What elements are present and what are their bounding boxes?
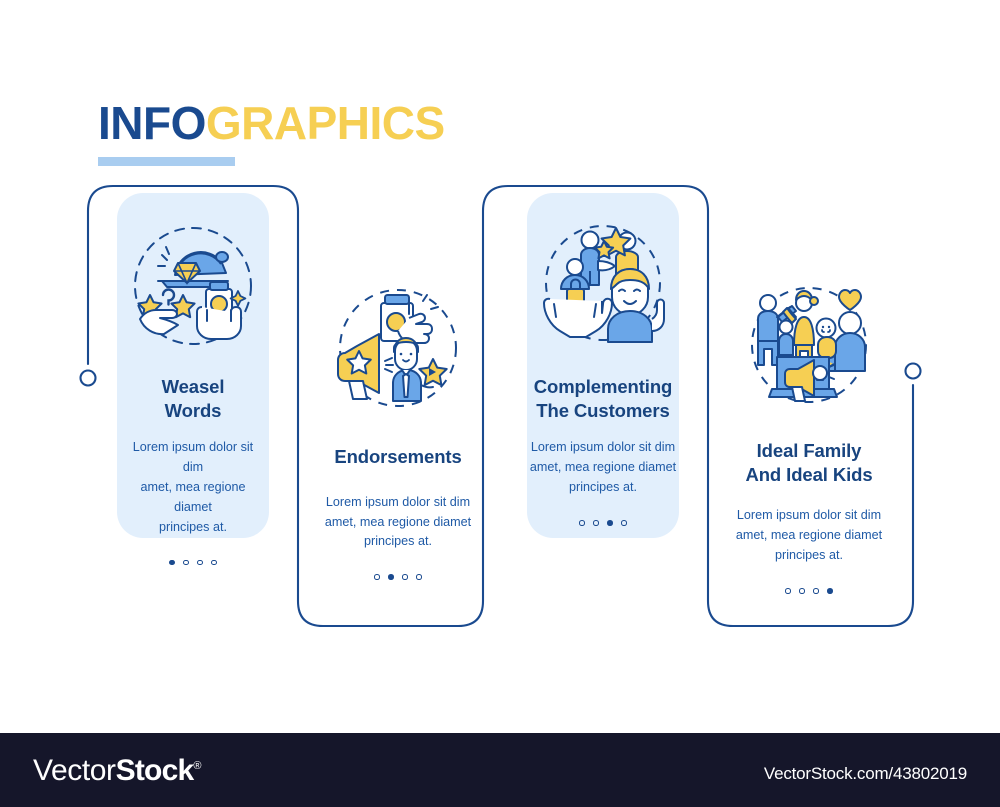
vectorstock-url: VectorStock.com/43802019: [763, 764, 967, 783]
step-dot-2[interactable]: [593, 520, 599, 526]
step-dot-4[interactable]: [211, 559, 217, 566]
step-dot-2[interactable]: [799, 588, 805, 594]
step-dot-1[interactable]: [169, 559, 175, 566]
family-baby-laptop-megaphone-icon: [734, 273, 884, 423]
step-dot-3[interactable]: [607, 520, 613, 526]
step-dot-1[interactable]: [785, 588, 791, 594]
infographic-canvas: INFOGRAPHICS: [79, 100, 922, 628]
card-ideal-family-and-ideal-kids[interactable]: Ideal Family And Ideal Kids Lorem ipsum …: [733, 255, 885, 600]
card-body: Lorem ipsum dolor sit dim amet, mea regi…: [735, 508, 883, 563]
card-title: Weasel Words: [161, 376, 225, 421]
title-part-info: INFO: [98, 97, 206, 149]
step-dot-4[interactable]: [827, 588, 833, 594]
card-body: Lorem ipsum dolor sit dim amet, mea regi…: [132, 440, 254, 534]
megaphone-star-businessman-icon: [323, 273, 473, 423]
step-dots[interactable]: [374, 574, 422, 580]
card-title: Ideal Family And Ideal Kids: [745, 440, 873, 485]
vectorstock-logo: VectorStock®: [33, 756, 201, 786]
card-body: Lorem ipsum dolor sit dim amet, mea regi…: [324, 494, 472, 549]
step-dot-3[interactable]: [197, 559, 203, 566]
customers-stars-hands-icon: [528, 211, 678, 361]
step-dot-4[interactable]: [416, 574, 422, 580]
card-title: Endorsements: [334, 446, 462, 467]
card-weasel-words[interactable]: Weasel Words Lorem ipsum dolor sit dim a…: [117, 193, 269, 566]
step-dots[interactable]: [579, 520, 627, 526]
connector-path: [79, 184, 922, 628]
logo-part-stock: Stock: [115, 754, 195, 787]
step-dot-4[interactable]: [621, 520, 627, 526]
step-dot-2[interactable]: [183, 559, 189, 566]
title-text: INFOGRAPHICS: [98, 100, 445, 146]
step-dot-3[interactable]: [402, 574, 408, 580]
card-body: Lorem ipsum dolor sit dim amet, mea regi…: [529, 440, 677, 495]
step-dot-1[interactable]: [579, 520, 585, 526]
step-dot-3[interactable]: [813, 588, 819, 594]
logo-part-vector: Vector: [33, 754, 116, 787]
step-dot-1[interactable]: [374, 574, 380, 580]
step-dots[interactable]: [785, 588, 833, 594]
card-complementing-the-customers[interactable]: Complementing The Customers Lorem ipsum …: [527, 193, 679, 538]
watermark-footer: VectorStock® VectorStock.com/43802019: [0, 733, 1000, 807]
page-title: INFOGRAPHICS: [98, 100, 445, 166]
title-part-graphics: GRAPHICS: [205, 97, 445, 149]
card-title: Complementing The Customers: [533, 376, 673, 421]
step-dots[interactable]: [169, 559, 217, 566]
step-dot-2[interactable]: [388, 574, 394, 580]
registered-mark-icon: ®: [193, 760, 202, 772]
title-underline: [98, 157, 235, 166]
card-endorsements[interactable]: Endorsements Lorem ipsum dolor sit dim a…: [322, 255, 474, 600]
cloche-gem-stars-hands-icon: [118, 211, 268, 361]
